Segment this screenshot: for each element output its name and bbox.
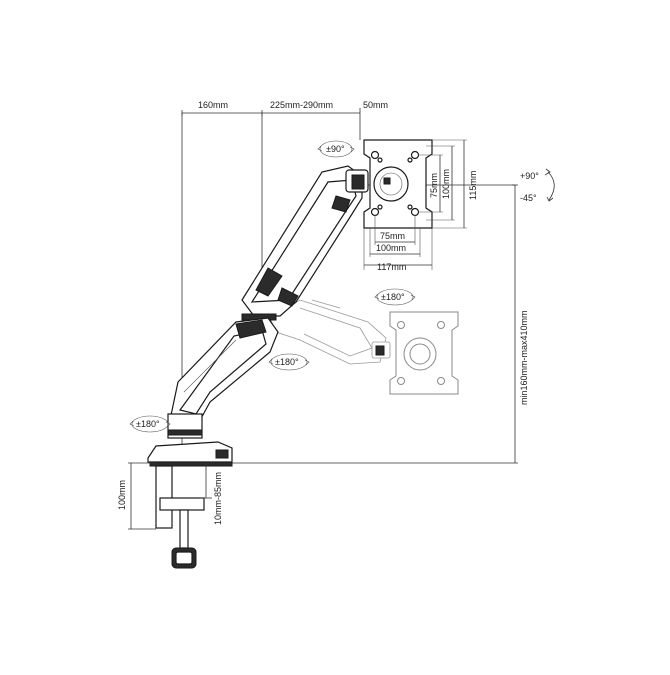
vesa-inner-width-label: 75mm [380, 231, 405, 241]
ghost-vesa-plate [389, 311, 459, 395]
clamp-dimension-lines [128, 462, 212, 530]
vesa-inner-height-label: 75mm [429, 173, 439, 198]
top-reach-3-label: 50mm [363, 100, 388, 110]
plate-height-label: 115mm [468, 171, 478, 200]
top-reach-2-label: 225mm-290mm [270, 100, 333, 110]
vesa-plate [363, 139, 433, 229]
tilt-arrow-icon [544, 168, 555, 202]
top-reach-1-label: 160mm [198, 100, 228, 110]
clamp-range-label: 10mm-85mm [213, 472, 223, 525]
ghost-arm [269, 299, 391, 365]
plate-width-label: 117mm [377, 262, 406, 272]
desk-clamp [147, 441, 233, 569]
rotation-badge-head [317, 140, 355, 158]
tilt-up-label: +90° [520, 171, 539, 181]
vesa-height-lines [418, 139, 467, 229]
rotation-badge-elbow [268, 353, 310, 371]
tilt-down-label: -45° [520, 193, 537, 203]
rotation-elbow-label: ±180° [275, 357, 299, 367]
vesa-outer-height-label: 100mm [441, 169, 451, 199]
rotation-badge-base [129, 415, 171, 433]
vesa-width-lines [363, 215, 433, 270]
monitor-arm [167, 165, 369, 439]
clamp-height-label: 100mm [117, 480, 127, 510]
height-range-label: min160mm-max410mm [519, 310, 529, 405]
rotation-badge-ghost [374, 288, 416, 306]
rotation-head-label: ±90° [326, 144, 345, 154]
rotation-base-label: ±180° [136, 419, 160, 429]
rotation-ghost-label: ±180° [381, 292, 405, 302]
vesa-outer-width-label: 100mm [376, 243, 406, 253]
